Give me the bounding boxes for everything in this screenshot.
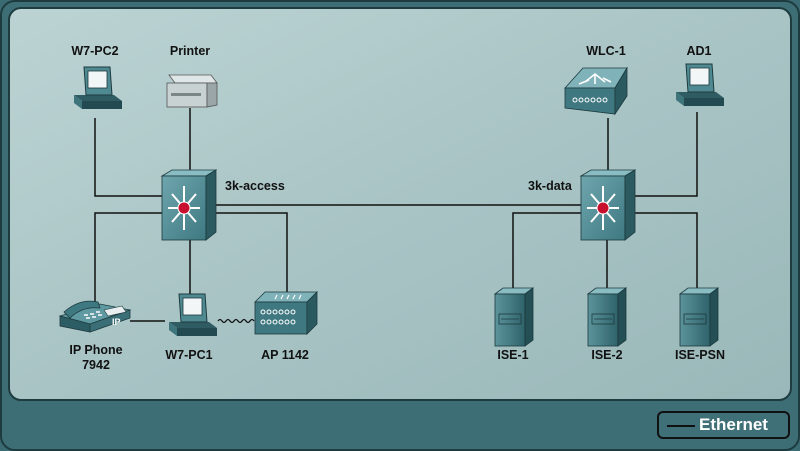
label-w7-pc2: W7-PC2: [71, 44, 119, 58]
printer-icon[interactable]: [166, 74, 218, 108]
pc-icon[interactable]: [676, 63, 724, 106]
access-point-icon[interactable]: [254, 291, 318, 335]
link-w7pc2-access: [94, 118, 168, 197]
ip-phone-icon[interactable]: IP: [58, 300, 132, 333]
wireless-link-w7pc1-ap: [217, 318, 255, 324]
server-icon[interactable]: [493, 287, 535, 347]
ethernet-line-sample: [667, 425, 695, 427]
link-ad1-data: [634, 112, 698, 197]
label-w7-pc1: W7-PC1: [165, 348, 213, 362]
link-data-isepsn: [634, 212, 698, 288]
label-3k-data: 3k-data: [528, 179, 572, 193]
legend-ethernet-label: Ethernet: [699, 415, 768, 434]
pc-icon[interactable]: [169, 293, 217, 336]
phone-badge-label: IP: [112, 317, 121, 327]
label-ise-1: ISE-1: [497, 348, 529, 362]
label-printer: Printer: [169, 44, 211, 58]
links: [94, 108, 698, 322]
label-3k-access: 3k-access: [225, 179, 285, 193]
multilayer-switch-icon[interactable]: [160, 169, 218, 241]
link-access-ap: [216, 212, 288, 293]
label-ise-psn: ISE-PSN: [674, 348, 726, 362]
legend: Ethernet: [657, 411, 790, 439]
label-wlc-1: WLC-1: [586, 44, 626, 58]
link-data-ise1: [512, 212, 585, 288]
pc-icon[interactable]: [74, 66, 122, 109]
server-icon[interactable]: [678, 287, 720, 347]
multilayer-switch-icon[interactable]: [579, 169, 637, 241]
server-icon[interactable]: [586, 287, 628, 347]
label-ise-2: ISE-2: [591, 348, 623, 362]
label-ad1: AD1: [686, 44, 712, 58]
label-ip-phone: IP Phone 7942: [69, 343, 123, 372]
link-access-phone: [94, 212, 166, 302]
diagram-area: [8, 7, 792, 401]
label-ap-1142: AP 1142: [261, 348, 309, 362]
wireless-lan-controller-icon[interactable]: [564, 66, 628, 116]
